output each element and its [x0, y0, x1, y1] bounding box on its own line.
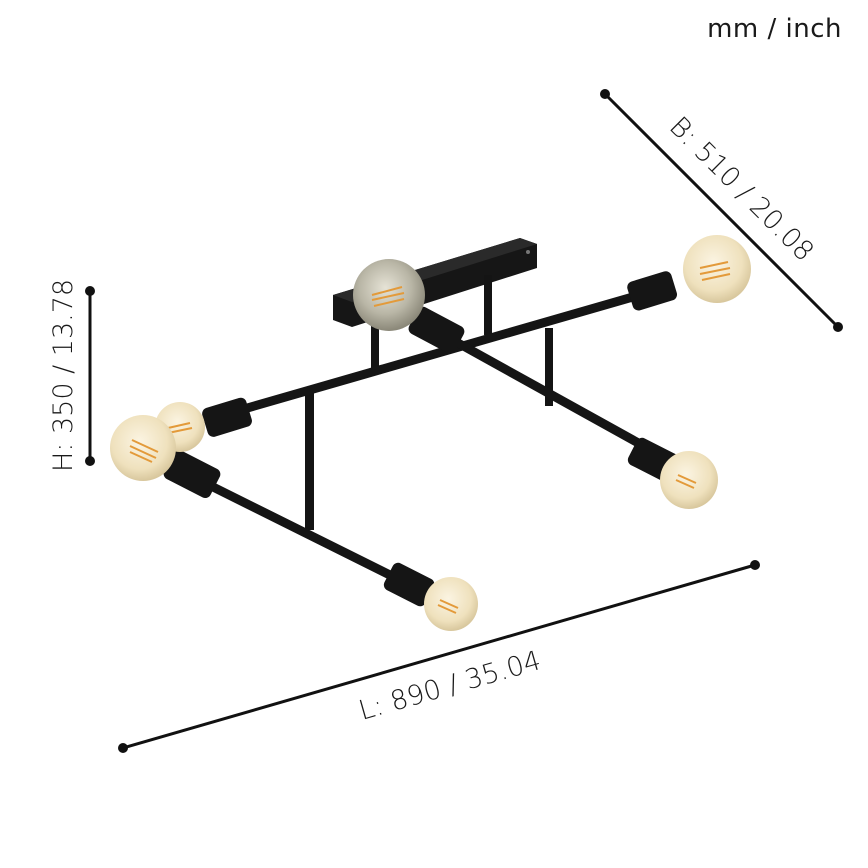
bulb-icon	[353, 259, 425, 331]
ceiling-lamp-illustration	[110, 235, 751, 631]
width-label: B: 510 / 20.08	[663, 111, 820, 268]
height-label: H: 350 / 13.78	[48, 279, 79, 472]
bulb-icon	[424, 577, 478, 631]
bulb-icon	[110, 415, 176, 481]
length-label: L: 890 / 35.04	[355, 645, 544, 727]
height-dimension: H: 350 / 13.78	[48, 279, 95, 472]
bulb-icon	[660, 451, 718, 509]
units-label: mm / inch	[707, 14, 842, 44]
bulb-icon	[683, 235, 751, 303]
